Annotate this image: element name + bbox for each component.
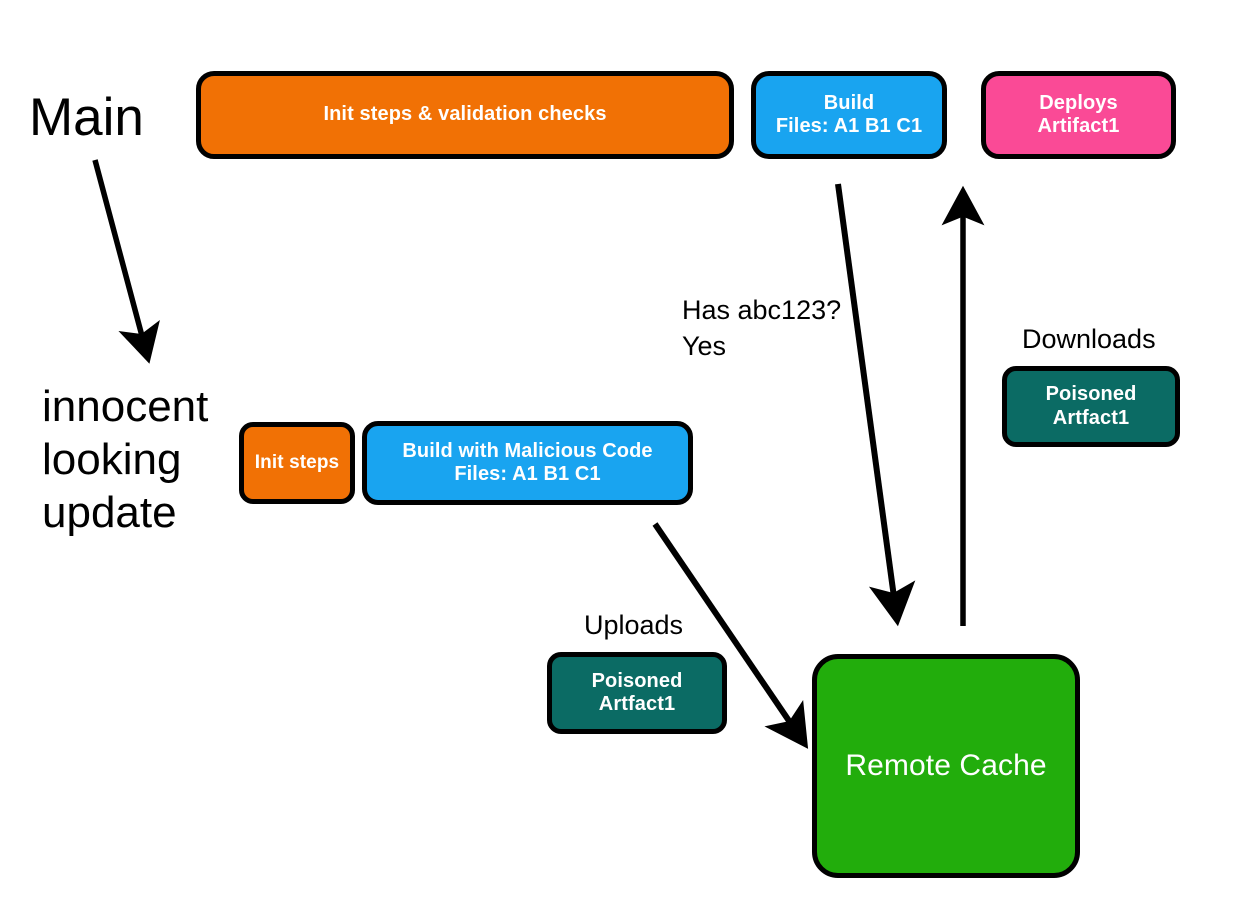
node-line-1: Remote Cache xyxy=(845,748,1047,782)
node-line-1: Poisoned xyxy=(1045,383,1137,406)
node-remote-cache: Remote Cache xyxy=(812,654,1080,878)
node-poisoned-artifact-uploaded: Poisoned Artfact1 xyxy=(547,652,727,734)
node-line-2: Files: A1 B1 C1 xyxy=(454,463,601,485)
main-branch-label: Main xyxy=(29,88,144,147)
node-poisoned-artifact-downloaded: Poisoned Artfact1 xyxy=(1002,366,1180,447)
node-line-1: Poisoned xyxy=(591,669,683,692)
node-init-steps-validation-main: Init steps & validation checks xyxy=(196,71,734,159)
node-line-1: Deploys xyxy=(1039,91,1118,114)
node-line-2: Files: A1 B1 C1 xyxy=(775,115,923,137)
node-line-1: Init steps & validation checks xyxy=(323,103,607,126)
cache-query-label: Has abc123? Yes xyxy=(682,295,842,362)
arrow-main-to-branch xyxy=(92,159,160,364)
node-line-2: Artfact1 xyxy=(1052,406,1130,429)
arrow-build-to-remote-cache xyxy=(835,183,916,627)
downloads-label: Downloads xyxy=(1022,324,1156,354)
uploads-label: Uploads xyxy=(584,610,684,640)
node-build-main: Build Files: A1 B1 C1 xyxy=(751,71,947,159)
node-build-with-malicious-code: Build with Malicious Code Files: A1 B1 C… xyxy=(362,421,693,505)
node-line-1: Build xyxy=(823,91,875,114)
node-line-1: Init steps xyxy=(254,451,340,473)
node-deploys-artifact-main: Deploys Artifact1 xyxy=(981,71,1176,159)
feature-branch-label: innocent looking update xyxy=(42,382,209,537)
node-line-1: Build with Malicious Code xyxy=(402,439,653,462)
node-init-steps-branch: Init steps xyxy=(239,422,355,504)
node-line-2: Artfact1 xyxy=(598,693,676,715)
node-line-2: Artifact1 xyxy=(1037,115,1120,137)
